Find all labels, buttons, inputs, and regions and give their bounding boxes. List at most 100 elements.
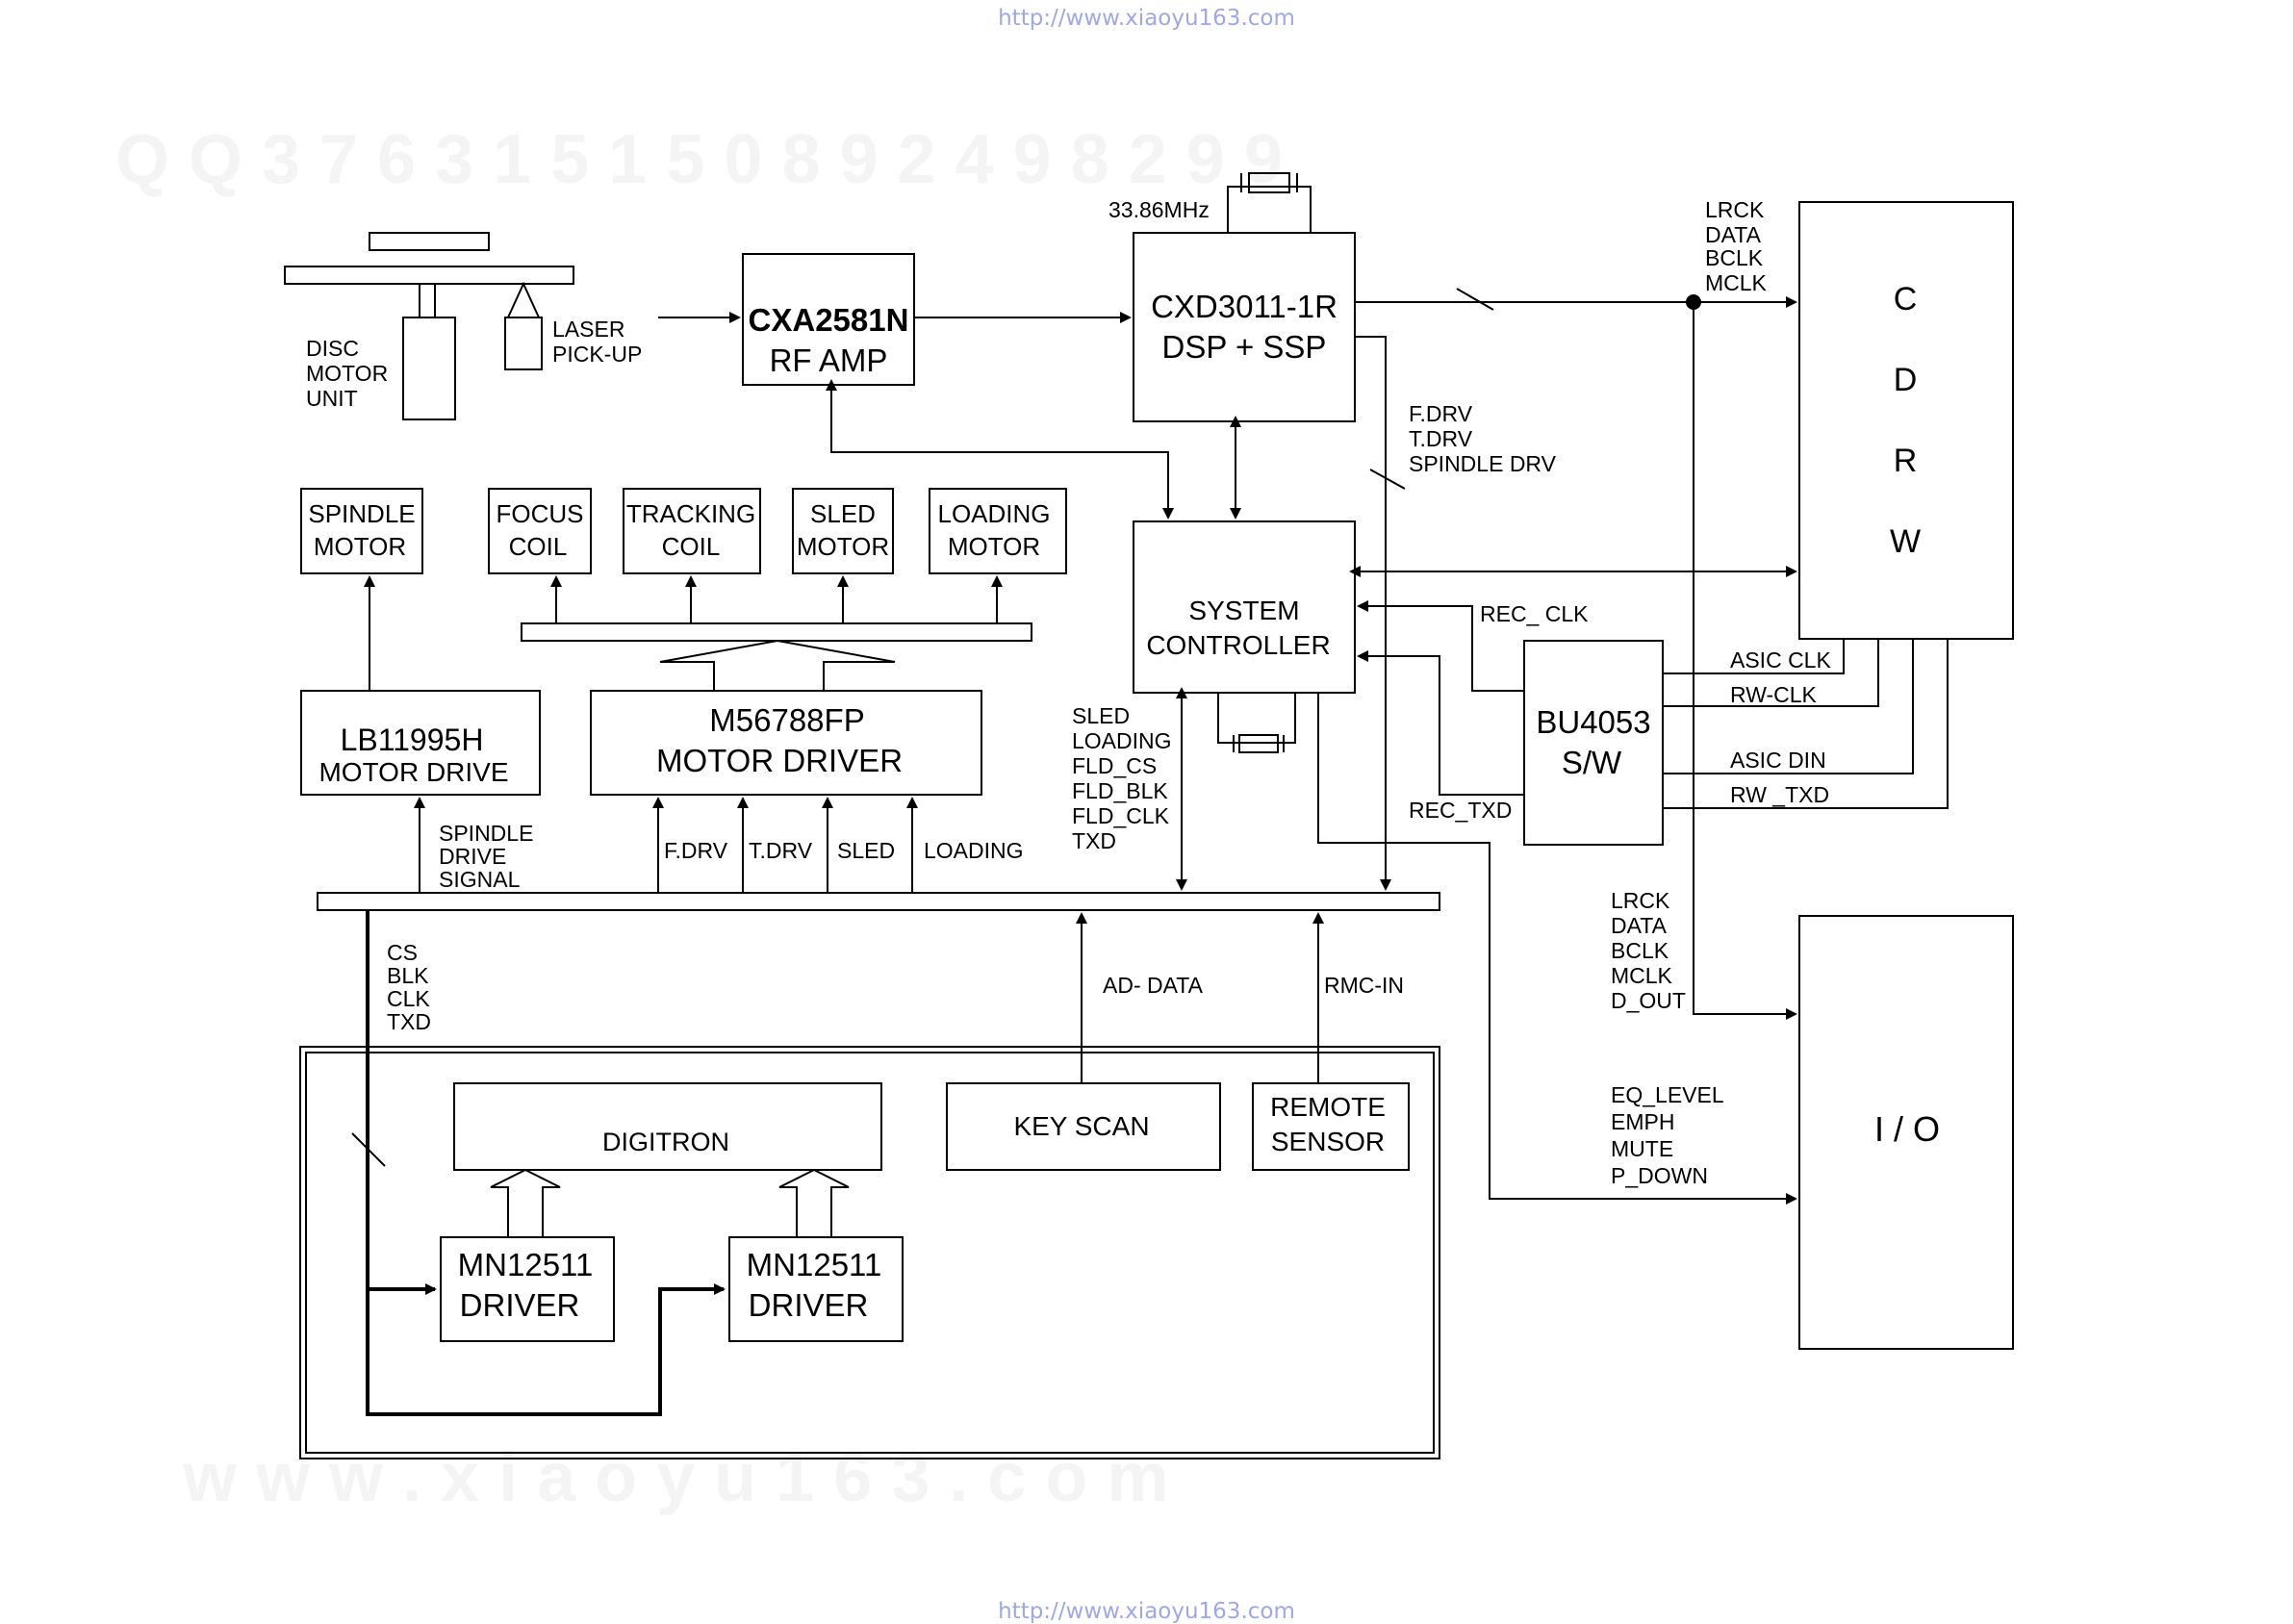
m56788fp-block <box>590 690 982 796</box>
cdrw-block <box>1798 201 2014 640</box>
cdrw-signal-lrck: LRCK <box>1705 197 1765 222</box>
disc-motor-label-1: DISC <box>306 336 359 361</box>
rmc-in-label: RMC-IN <box>1324 973 1404 998</box>
rec-clk-label: REC_ CLK <box>1480 601 1589 626</box>
front-panel-inner <box>305 1052 1435 1454</box>
rw-clk-label: RW-CLK <box>1730 682 1818 707</box>
cdrw-signal-mclk: MCLK <box>1705 270 1768 295</box>
rec-txd-label: REC_TXD <box>1409 798 1512 823</box>
bu4053-subtitle: S/W <box>1562 745 1622 780</box>
pickup-body <box>504 317 543 370</box>
lb11995h-subtitle: MOTOR DRIVE <box>318 757 508 787</box>
driver-input-tdrv: T.DRV <box>749 838 813 863</box>
sys-signal-fld-clk: FLD_CLK <box>1072 803 1170 828</box>
pickup-lens-icon <box>506 281 541 318</box>
io-signal-mclk: MCLK <box>1611 963 1673 988</box>
cxa2581n-subtitle: RF AMP <box>770 343 888 378</box>
main-bus <box>317 892 1440 911</box>
io-signal-dout: D_OUT <box>1611 988 1686 1013</box>
fld-signal-txd: TXD <box>387 1009 431 1034</box>
focus-coil-line1: FOCUS <box>497 499 584 528</box>
sys-signal-fld-cs: FLD_CS <box>1072 753 1157 778</box>
lb11995h-block <box>300 690 541 796</box>
cdrw-letter-r: R <box>1894 443 1918 479</box>
spindle-drive-label-3: SIGNAL <box>439 867 521 892</box>
fld-signal-cs: CS <box>387 940 418 965</box>
disc-motor-label-3: UNIT <box>306 386 358 411</box>
spindle-motor-line2: MOTOR <box>314 532 406 561</box>
cdrw-letter-w: W <box>1890 523 1921 560</box>
drv-signal-tdrv: T.DRV <box>1409 426 1473 451</box>
digitron-block <box>453 1082 882 1171</box>
spindle-motor-line1: SPINDLE <box>308 499 415 528</box>
hollow-arrow-icon-b <box>778 1168 850 1238</box>
asic-din-label: ASIC DIN <box>1730 748 1826 773</box>
asic-clk-label: ASIC CLK <box>1730 647 1831 672</box>
key-scan-block <box>946 1082 1221 1171</box>
loading-motor-line1: LOADING <box>937 499 1050 528</box>
bu4053-block <box>1523 640 1664 846</box>
system-controller-line1: SYSTEM <box>1188 596 1299 625</box>
tracking-coil-line1: TRACKING <box>626 499 755 528</box>
sys-signal-loading: LOADING <box>1072 728 1172 753</box>
disc-motor-label-2: MOTOR <box>306 361 388 386</box>
io-signal-lrck: LRCK <box>1611 888 1670 913</box>
bottom-url[interactable]: http://www.xiaoyu163.com <box>998 1599 1295 1624</box>
mn12511-a-title: MN12511 <box>458 1247 594 1282</box>
tracking-coil-block <box>623 488 761 574</box>
actuator-bus <box>521 622 1032 642</box>
front-panel-outer <box>299 1046 1440 1459</box>
mn12511-b-subtitle: DRIVER <box>749 1287 869 1323</box>
m56788fp-subtitle: MOTOR DRIVER <box>656 743 903 778</box>
top-url[interactable]: http://www.xiaoyu163.com <box>998 6 1295 31</box>
cxd3011-title: CXD3011-1R <box>1151 289 1338 324</box>
cdrw-signal-bclk: BCLK <box>1705 245 1764 270</box>
io-signal-data: DATA <box>1611 913 1668 938</box>
fld-signal-clk: CLK <box>387 986 430 1011</box>
cdrw-letter-d: D <box>1894 362 1918 398</box>
io-block <box>1798 915 2014 1350</box>
watermark-qq: Q Q 3 7 6 3 1 5 1 5 0 8 9 2 4 9 8 2 9 9 <box>115 121 1283 198</box>
disc-platter <box>284 266 574 285</box>
sys-crystal-icon <box>1238 734 1279 753</box>
disc-motor-body <box>402 317 456 420</box>
io-ctrl-mute: MUTE <box>1611 1136 1673 1161</box>
driver-input-fdrv: F.DRV <box>664 838 728 863</box>
digitron-label: DIGITRON <box>602 1128 729 1156</box>
sys-signal-txd: TXD <box>1072 828 1116 853</box>
sys-signal-sled: SLED <box>1072 703 1130 728</box>
sled-motor-line2: MOTOR <box>797 532 889 561</box>
mn12511-a-subtitle: DRIVER <box>460 1287 580 1323</box>
disc-rect <box>369 232 490 251</box>
spindle-drive-label-2: DRIVE <box>439 844 506 869</box>
sys-signal-fld-blk: FLD_BLK <box>1072 778 1168 803</box>
remote-sensor-block <box>1252 1082 1410 1171</box>
fld-signal-blk: BLK <box>387 963 429 988</box>
watermark-www: w w w . x i a o y u 1 6 3 . c o m <box>182 1439 1168 1516</box>
focus-coil-line2: COIL <box>509 532 568 561</box>
driver-input-loading: LOADING <box>924 838 1024 863</box>
mn12511-b-title: MN12511 <box>747 1247 882 1282</box>
drv-signal-fdrv: F.DRV <box>1409 401 1473 426</box>
cdrw-letter-c: C <box>1894 281 1918 317</box>
cxd3011-block <box>1133 232 1356 422</box>
crystal-frequency-label: 33.86MHz <box>1108 197 1210 222</box>
lb11995h-title: LB11995H <box>341 723 484 757</box>
focus-coil-block <box>488 488 592 574</box>
cxd3011-subtitle: DSP + SSP <box>1162 329 1327 365</box>
cdrw-signal-data: DATA <box>1705 222 1762 247</box>
io-signal-bclk: BCLK <box>1611 938 1669 963</box>
spindle-drive-label-1: SPINDLE <box>439 821 533 846</box>
sled-motor-line1: SLED <box>810 499 876 528</box>
system-controller-block <box>1133 520 1356 694</box>
io-ctrl-emph: EMPH <box>1611 1109 1674 1134</box>
hollow-arrow-icon <box>659 639 896 692</box>
laser-pickup-label-1: LASER <box>552 317 624 342</box>
cxa2581n-title: CXA2581N <box>749 302 909 338</box>
hollow-arrow-icon-a <box>490 1168 561 1238</box>
key-scan-label: KEY SCAN <box>1013 1111 1149 1141</box>
laser-pickup-label-2: PICK-UP <box>552 342 642 367</box>
bu4053-title: BU4053 <box>1536 704 1650 740</box>
rw-txd-label: RW _TXD <box>1730 782 1829 807</box>
